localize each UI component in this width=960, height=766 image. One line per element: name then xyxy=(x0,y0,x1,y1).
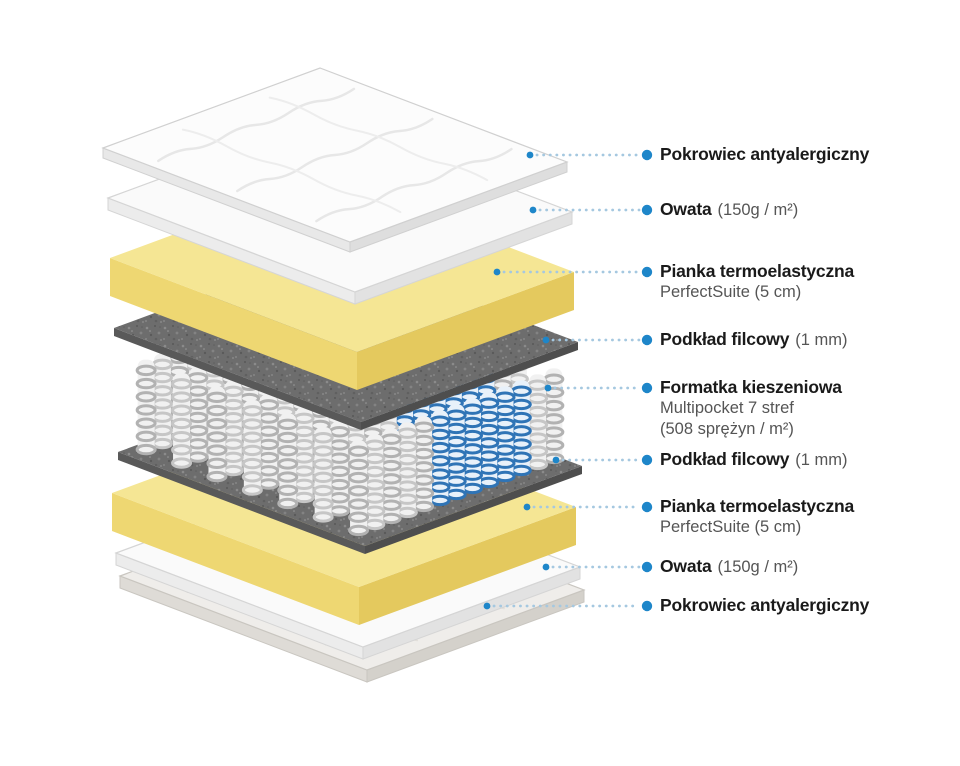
layer-subdetail: PerfectSuite (5 cm) xyxy=(660,283,802,301)
layer-subdetail: (508 sprężyn / m²) xyxy=(660,419,794,438)
layer-label-felt-bottom: Podkład filcowy (1 mm) xyxy=(660,449,952,470)
layer-detail: (150g / m²) xyxy=(717,558,799,576)
layer-label-top-cover: Pokrowiec antyalergiczny xyxy=(660,144,952,165)
layer-detail: (1 mm) xyxy=(795,331,848,349)
leader-lines xyxy=(483,149,653,612)
layer-name: Podkład filcowy xyxy=(660,329,790,349)
layer-top-cover xyxy=(101,67,569,253)
layer-label-wadding-top: Owata (150g / m²) xyxy=(660,199,952,220)
layer-label-bottom-cover: Pokrowiec antyalergiczny xyxy=(660,595,952,616)
layer-name: Formatka kieszeniowa xyxy=(660,377,842,397)
layer-detail: (150g / m²) xyxy=(717,201,799,219)
layer-label-wadding-bottom: Owata (150g / m²) xyxy=(660,556,952,577)
layer-name: Pokrowiec antyalergiczny xyxy=(660,144,870,164)
layer-label-foam-bottom: Pianka termoelastyczna PerfectSuite (5 c… xyxy=(660,496,952,538)
layer-label-felt-top: Podkład filcowy (1 mm) xyxy=(660,329,952,350)
layer-name: Owata xyxy=(660,556,712,576)
layer-subdetail: PerfectSuite (5 cm) xyxy=(660,518,802,536)
layer-name: Podkład filcowy xyxy=(660,449,790,469)
layer-name: Owata xyxy=(660,199,712,219)
layer-subdetail: Multipocket 7 stref xyxy=(660,399,794,417)
layer-detail: (1 mm) xyxy=(795,451,848,469)
layer-name: Pokrowiec antyalergiczny xyxy=(660,595,870,615)
layer-name: Pianka termoelastyczna xyxy=(660,496,855,516)
layer-label-pocket-springs: Formatka kieszeniowa Multipocket 7 stref… xyxy=(660,377,952,439)
layer-name: Pianka termoelastyczna xyxy=(660,261,855,281)
layer-label-foam-top: Pianka termoelastyczna PerfectSuite (5 c… xyxy=(660,261,952,303)
